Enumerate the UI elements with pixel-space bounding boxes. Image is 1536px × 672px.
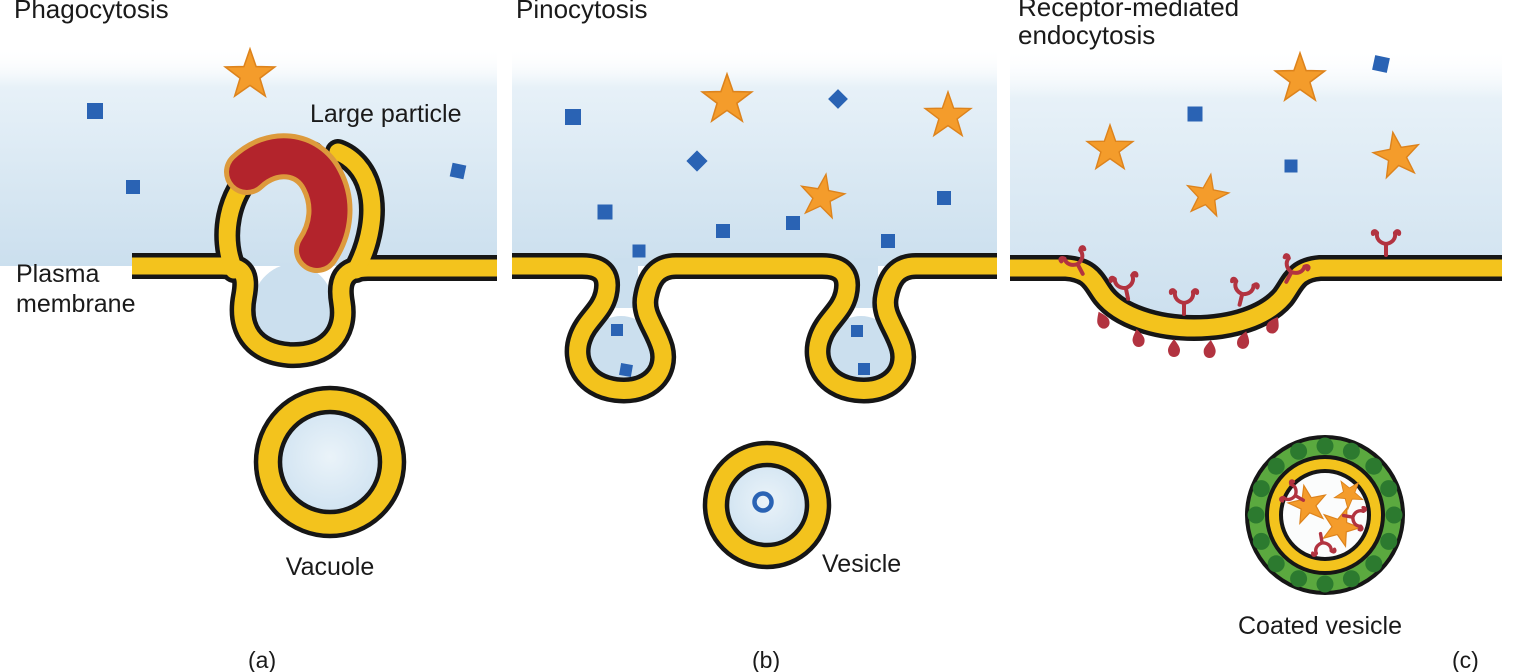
panel-a-caption: (a)	[248, 647, 276, 672]
solute-square	[1372, 55, 1390, 73]
solute-square	[1284, 159, 1298, 173]
solute-square	[565, 109, 581, 125]
solute-square	[632, 244, 646, 258]
solute-square	[786, 216, 800, 230]
panel-c-caption: (c)	[1452, 647, 1479, 672]
solute-square	[937, 191, 951, 205]
panel-a-title: Phagocytosis	[14, 0, 169, 24]
pocket-interior-fluid	[585, 316, 657, 388]
solute-square	[858, 363, 870, 375]
extracellular-fluid-b	[512, 48, 997, 266]
solute-square	[87, 103, 103, 119]
panel-pinocytosis: Pinocytosis Vesicle (b)	[512, 0, 997, 672]
ligand-droplet	[1168, 339, 1180, 357]
solute-square	[619, 363, 633, 377]
solute-square	[881, 234, 895, 248]
vacuole-label: Vacuole	[286, 553, 375, 581]
panel-receptor-mediated: Receptor-mediated endocytosis Coated ves…	[1010, 0, 1502, 672]
solute-square	[1187, 106, 1203, 122]
plasma-membrane-b	[512, 257, 997, 399]
solute-square	[611, 324, 623, 336]
solute-square	[449, 162, 467, 180]
solute-square	[851, 325, 863, 337]
coat-bumps	[1247, 437, 1403, 593]
large-particle-label: Large particle	[310, 100, 461, 128]
coated-vesicle-label: Coated vesicle	[1238, 612, 1402, 640]
coated-vesicle	[1245, 435, 1405, 595]
panel-b-title: Pinocytosis	[516, 0, 648, 24]
solute-square	[597, 204, 613, 220]
panel-c-title-line2: endocytosis	[1018, 20, 1155, 50]
vesicle-solute-ring	[752, 491, 774, 513]
panel-phagocytosis: Phagocytosis Large particle Plasma membr…	[0, 0, 497, 672]
vesicle	[702, 440, 832, 570]
solute-square	[126, 180, 140, 194]
pouch-interior-fluid	[251, 264, 335, 360]
plasma-membrane-label-line1: Plasma	[16, 260, 99, 288]
solute-square	[716, 224, 730, 238]
large-particle	[224, 133, 353, 273]
plasma-membrane-c	[1010, 259, 1502, 337]
panel-c-title-line1: Receptor-mediated	[1018, 0, 1239, 22]
vacuole	[253, 385, 407, 539]
vesicle-label: Vesicle	[822, 550, 901, 578]
ligand-droplet	[1202, 339, 1217, 359]
plasma-membrane-label-line2: membrane	[16, 290, 136, 318]
pocket-interior-fluid	[825, 316, 897, 388]
panel-b-caption: (b)	[752, 647, 780, 672]
